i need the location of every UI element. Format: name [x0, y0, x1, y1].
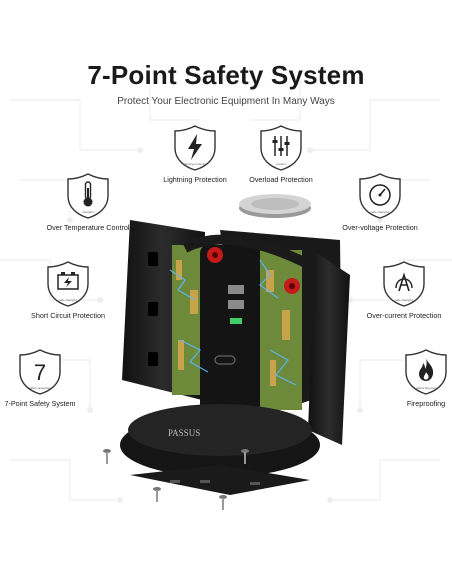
battery-icon: safe charging [47, 261, 89, 307]
feature-short-circuit-protection: safe charging Short Circuit Protection [18, 260, 118, 320]
top-cap [239, 194, 311, 218]
lightning-icon: lightning protection [174, 125, 216, 171]
screw-icon [219, 495, 227, 510]
feature-over-voltage-protection: safe charging Over-voltage Protection [330, 172, 430, 232]
feature-number: 7 [34, 360, 46, 385]
feature-small-text: safety protection [29, 386, 51, 390]
circuit-background [0, 80, 452, 503]
flame-icon: safety fireproof [405, 349, 447, 395]
feature-small-text: safe charging [395, 298, 413, 302]
feature-small-text: safety fireproof [416, 386, 436, 390]
feature-over-temperature-control: constant Over Temperature Control [38, 172, 138, 232]
feature-label: Overload Protection [249, 175, 313, 184]
feature-label: Lightning Protection [163, 175, 227, 184]
feature-lightning-protection: lightning protection Lightning Protectio… [150, 124, 240, 184]
feature-small-text: protect [276, 162, 285, 166]
feature-label: Fireproofing [406, 399, 446, 408]
feature-label: Over-voltage Protection [342, 223, 418, 232]
feature-label: 7-Point Safety System [4, 399, 76, 408]
page-subtitle: Protect Your Electronic Equipment In Man… [117, 96, 335, 107]
power-tower-image: PASSUS [120, 194, 350, 495]
feature-label: Over Temperature Control [46, 223, 130, 232]
product-brand: PASSUS [168, 428, 200, 438]
feature-label: Short Circuit Protection [31, 311, 105, 320]
pcb-boards [172, 245, 302, 410]
feature-overload-protection: protect Overload Protection [236, 124, 326, 184]
thermometer-icon: constant [67, 173, 109, 219]
feature-fireproofing: safety fireproof Fireproofing [386, 348, 452, 408]
gauge-icon: safe charging [359, 173, 401, 219]
feature-small-text: lightning protection [182, 162, 208, 166]
feature-label: Over-current Protection [366, 311, 442, 320]
page-title: 7-Point Safety System [87, 60, 365, 90]
sliders-icon: protect [260, 125, 302, 171]
screw-icon [103, 449, 111, 464]
base-plate: PASSUS [120, 404, 320, 477]
number-seven-icon: 7 safety protection [19, 349, 61, 395]
screw-icon [241, 449, 249, 464]
feature-small-text: constant [82, 210, 94, 214]
screw-icon [153, 487, 161, 502]
feature-small-text: safe charging [371, 210, 389, 214]
feature-over-current-protection: safe charging Over-current Protection [354, 260, 452, 320]
feature-small-text: safe charging [59, 298, 77, 302]
current-a-icon: safe charging [383, 261, 425, 307]
feature-7-point-safety-system: 7 safety protection 7-Point Safety Syste… [0, 348, 80, 408]
